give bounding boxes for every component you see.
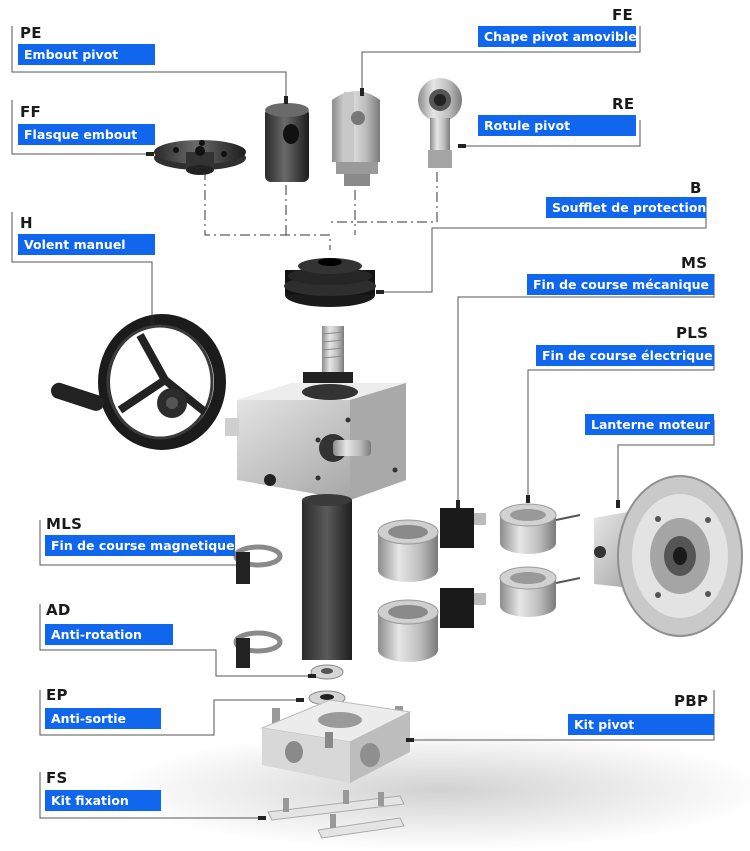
label-ad-code: AD [46, 601, 71, 619]
label-h-code: H [20, 214, 33, 232]
pivot-end-fitting [265, 103, 309, 182]
mechanical-limit-switch-top [377, 508, 486, 582]
label-pls-code: PLS [676, 324, 709, 342]
label-pe-text: Embout pivot [18, 44, 155, 65]
label-mls-text: Fin de course magnetique [45, 535, 235, 556]
magnetic-limit-clamp [233, 544, 283, 584]
leader-tips [146, 88, 620, 820]
label-ff-text: Flasque embout [18, 124, 155, 145]
label-fs-code: FS [46, 769, 68, 787]
label-ep-text: Anti-sortie [45, 708, 161, 729]
label-pe-code: PE [20, 24, 42, 42]
electric-limit-switch-top [499, 503, 581, 554]
motor-lantern [594, 475, 743, 637]
label-ms-text: Fin de course mécanique [527, 274, 714, 295]
label-ep-code: EP [46, 686, 68, 704]
label-b-code: B [690, 179, 702, 197]
label-re-text: Rotule pivot [478, 115, 636, 136]
leader-lines [11, 26, 715, 819]
protection-bellows [284, 258, 376, 307]
label-pbp-text: Kit pivot [568, 714, 714, 735]
anti-rotation-clamp [233, 630, 283, 668]
screw-jack [225, 326, 406, 660]
label-pls-text: Fin de course électrique [536, 345, 714, 366]
electric-limit-switch-bottom [499, 566, 581, 617]
label-mls-code: MLS [46, 515, 83, 533]
removable-clevis [332, 91, 380, 186]
label-ad-text: Anti-rotation [45, 624, 173, 645]
label-ff-code: FF [20, 103, 42, 121]
label-ms-code: MS [681, 254, 708, 272]
label-b-text: Soufflet de protection [546, 197, 706, 218]
label-fe-code: FE [612, 6, 634, 24]
alignment-lines [204, 170, 438, 250]
rod-end-bearing [418, 78, 462, 168]
floor-shadow [110, 730, 750, 850]
anti-rotation-nut [310, 664, 344, 680]
mechanical-limit-switch-bottom [377, 588, 486, 662]
label-lanterne-text: Lanterne moteur [585, 414, 714, 435]
label-pbp-code: PBP [674, 692, 709, 710]
fixation-kit [267, 790, 405, 839]
label-fs-text: Kit fixation [45, 790, 161, 811]
label-h-text: Volent manuel [18, 234, 155, 255]
pivot-kit-block [260, 699, 412, 783]
label-re-code: RE [612, 95, 635, 113]
hand-wheel [50, 314, 226, 450]
flange-end-fitting [154, 140, 246, 175]
label-fe-text: Chape pivot amovible [478, 26, 636, 47]
